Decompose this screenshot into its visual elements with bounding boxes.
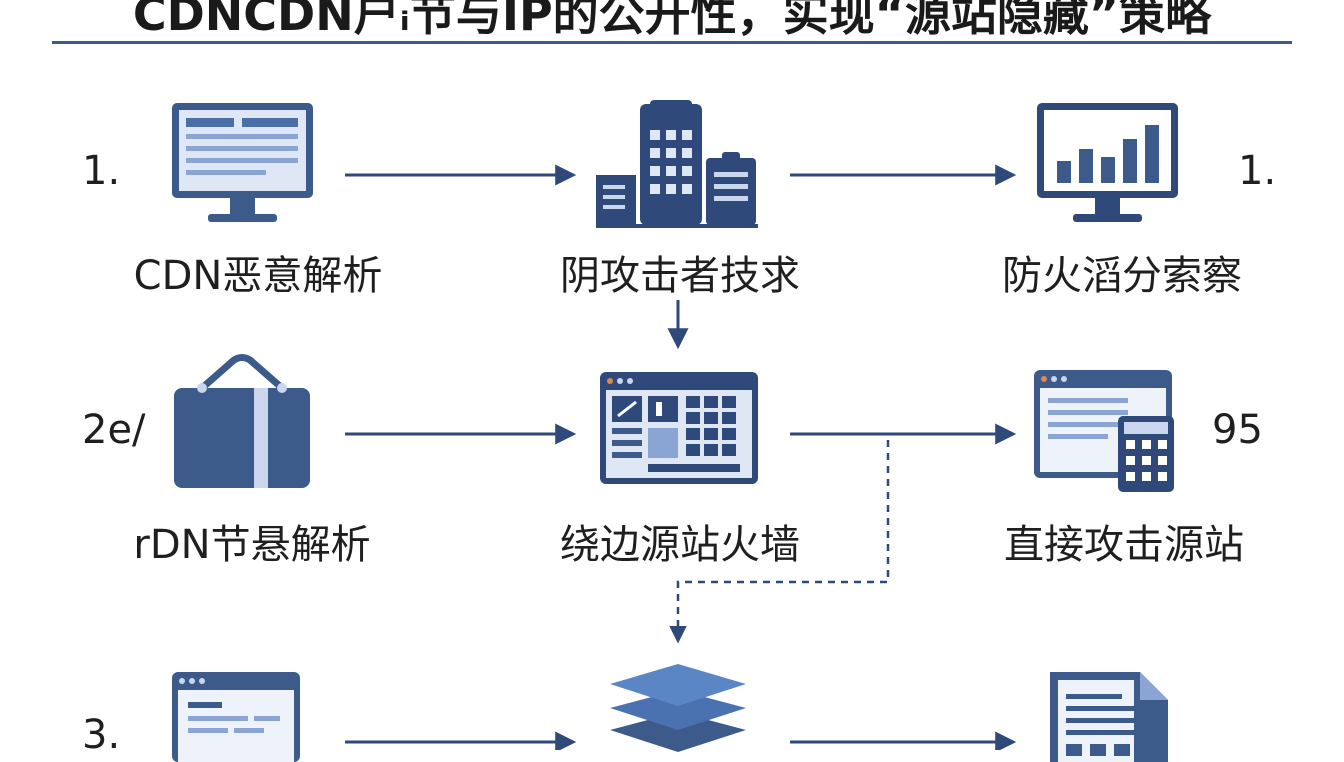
- calculator-window-icon: [1034, 370, 1174, 492]
- row2-number-right: 95: [1212, 407, 1263, 453]
- layers-icon: [610, 664, 746, 752]
- dashboard-window-icon: [600, 372, 758, 484]
- node-label-cdn-malicious: CDN恶意解析: [133, 253, 383, 299]
- title-divider: [52, 41, 1292, 44]
- chart-monitor-icon: [1037, 103, 1178, 222]
- row1-number-right: 1.: [1238, 148, 1277, 194]
- node-label-bypass: 绕边源站火墙: [560, 522, 800, 568]
- node-label-attacker: 阴攻击者技求: [560, 253, 800, 299]
- building-icon: [596, 100, 758, 228]
- page-title: CDNCDN户ᵢ节与IP的公开性，实现“源站隐藏”策略: [132, 0, 1212, 41]
- browser-window-icon: [172, 672, 300, 762]
- row1-number: 1.: [82, 148, 121, 194]
- node-label-firewall: 防火滔分索察: [1002, 253, 1242, 299]
- arrow-dashed-loop: [669, 440, 890, 644]
- shopping-bag-icon: [174, 354, 310, 488]
- node-label-rdn-resolve: rDN节悬解析: [133, 522, 371, 568]
- row3-number: 3.: [82, 712, 121, 758]
- row2-number: 2e/: [82, 407, 146, 453]
- node-label-direct-attack: 直接攻击源站: [1004, 522, 1244, 568]
- monitor-icon: [172, 103, 313, 222]
- document-icon: [1050, 672, 1168, 762]
